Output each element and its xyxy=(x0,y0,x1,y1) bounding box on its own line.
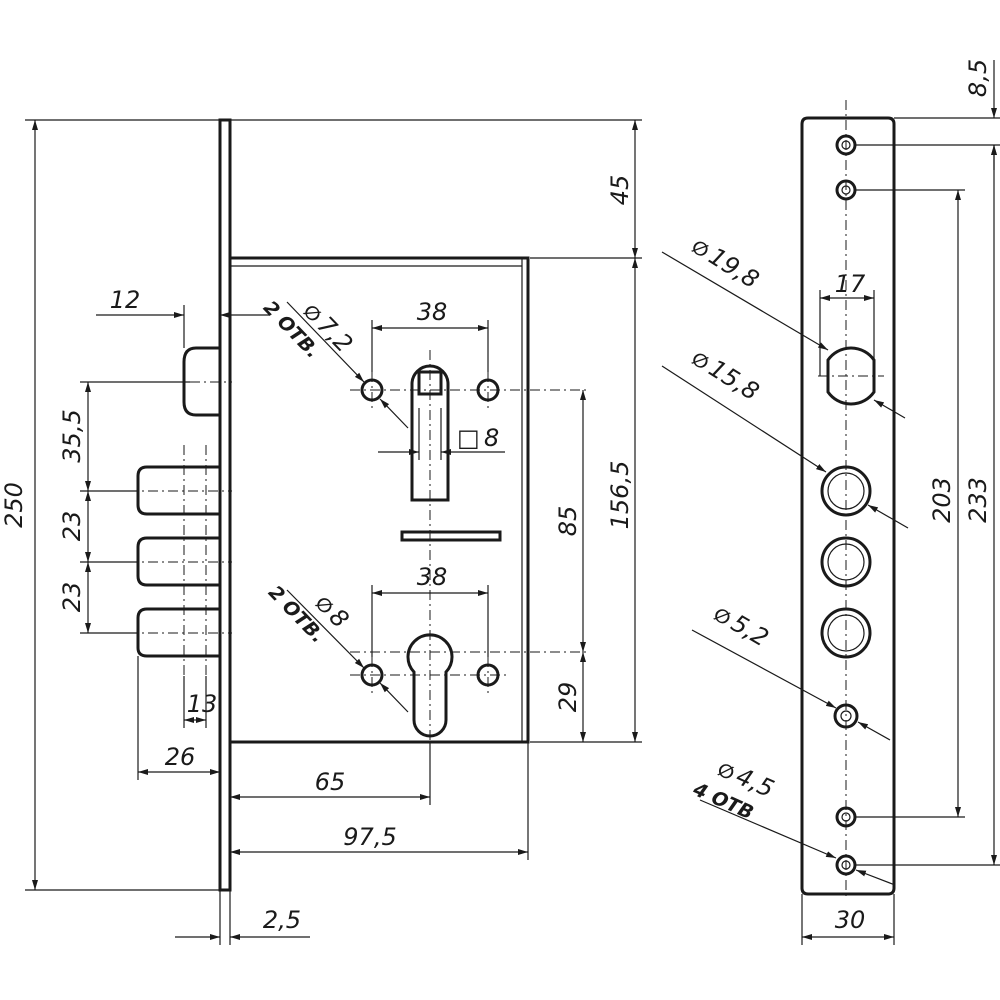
dimensions-main: 250 45 156,5 85 29 35,5 23 23 12 13 26 6… xyxy=(0,120,638,940)
square-symbol: □ xyxy=(457,424,480,452)
strike-bolt-hole-3 xyxy=(820,607,872,659)
cylinder-cutout xyxy=(350,633,590,738)
lock-body xyxy=(128,118,590,892)
strike-bolt-hole-2 xyxy=(820,536,872,588)
dim-cylinder-hole-pitch: 38 xyxy=(417,563,448,591)
dim-spindle-to-cylinder: 85 xyxy=(554,506,582,537)
strike-screw-hole-diameter: 5,2 xyxy=(726,609,773,652)
strike-latch-hole xyxy=(826,346,876,406)
lock-case xyxy=(228,256,530,744)
dim-strike-screw-span-inner: 203 xyxy=(928,477,956,523)
dim-latch-to-bolt: 35,5 xyxy=(58,409,86,462)
deadbolts xyxy=(128,445,232,676)
dim-strike-latch-width: 17 xyxy=(835,270,866,298)
dim-spindle-square: 8 xyxy=(484,424,499,452)
dim-bolt-spacing-2: 23 xyxy=(58,582,86,613)
strike-latch-hole-diameter: 19,8 xyxy=(704,242,764,294)
dim-case-height: 156,5 xyxy=(606,461,634,530)
extension-lines xyxy=(25,119,642,945)
dim-strike-width: 30 xyxy=(835,906,866,934)
dim-handle-hole-pitch: 38 xyxy=(417,298,448,326)
strike-bolt-hole-1 xyxy=(820,465,872,517)
dim-faceplate-thickness: 2,5 xyxy=(263,906,301,934)
dim-case-depth: 97,5 xyxy=(343,823,396,851)
strike-plate-outline xyxy=(800,116,896,896)
strike-screw-hole-large xyxy=(833,703,859,729)
dim-backset: 65 xyxy=(315,768,346,796)
dim-strike-screw-span-outer: 233 xyxy=(964,477,992,523)
dim-bolt-throw: 26 xyxy=(165,743,196,771)
dim-bolt-width: 13 xyxy=(187,690,218,718)
strike-plate xyxy=(800,100,896,900)
case-slot xyxy=(400,530,502,542)
dim-overall-height: 250 xyxy=(0,482,28,528)
dim-cylinder-to-bottom: 29 xyxy=(554,682,582,713)
dim-bolt-spacing-1: 23 xyxy=(58,511,86,542)
spindle-hub xyxy=(350,350,590,800)
dim-top-to-case: 45 xyxy=(606,175,634,206)
dim-strike-top-offset: 8,5 xyxy=(964,59,992,97)
dim-latch-projection: 12 xyxy=(110,286,141,314)
